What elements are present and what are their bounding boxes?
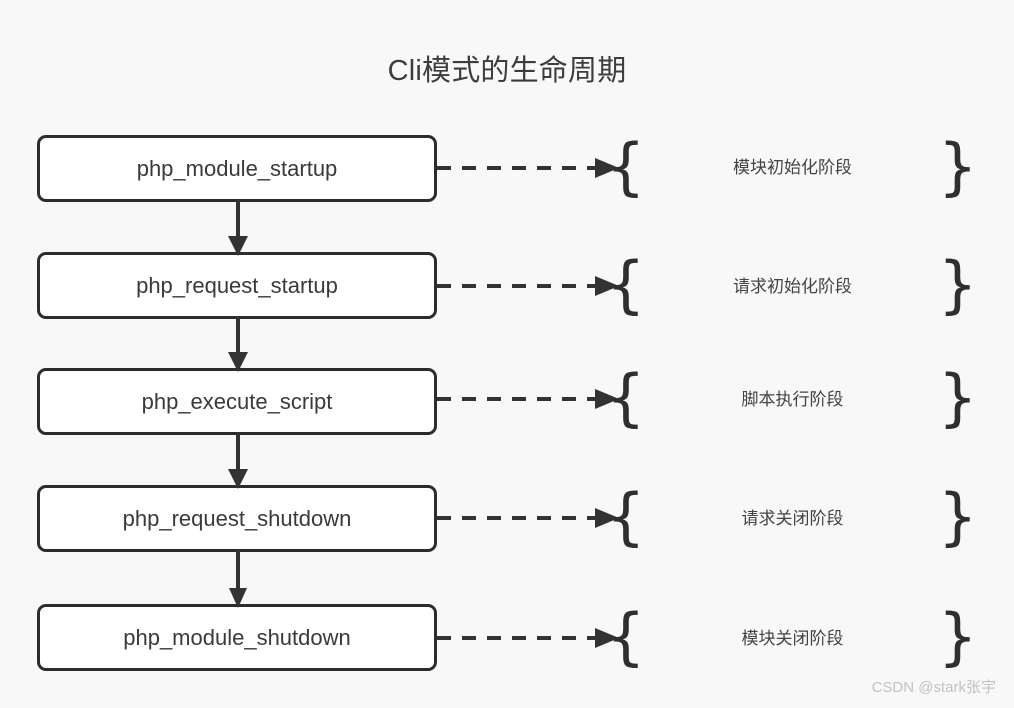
dashed-arrow-icon (437, 508, 619, 528)
down-arrow-icon (229, 550, 247, 608)
phase-label-request-init: 请求初始化阶段 (733, 277, 852, 296)
flow-box-label: php_request_startup (136, 272, 338, 298)
flow-box-php-module-startup[interactable]: php_module_startup (37, 135, 437, 202)
watermark: CSDN @stark张宇 (871, 679, 996, 696)
dashed-arrow-icon (437, 276, 619, 296)
dashed-arrow-icon (437, 158, 619, 178)
phase-label-module-shutdown: 模块关闭阶段 (741, 629, 844, 648)
dashed-arrow-icon (437, 628, 619, 648)
phase-label-request-shutdown: 请求关闭阶段 (741, 509, 844, 528)
right-brace: } (938, 130, 978, 203)
flow-box-php-request-shutdown[interactable]: php_request_shutdown (37, 485, 437, 552)
flow-box-php-execute-script[interactable]: php_execute_script (37, 368, 437, 435)
right-brace: } (938, 361, 978, 434)
down-arrow-icon (228, 317, 248, 372)
phase-label-module-init: 模块初始化阶段 (733, 158, 852, 177)
right-brace: } (938, 248, 978, 321)
left-brace: { (606, 600, 646, 673)
left-brace: { (606, 248, 646, 321)
right-brace: } (938, 480, 978, 553)
flow-box-php-request-startup[interactable]: php_request_startup (37, 252, 437, 319)
flow-box-label: php_module_startup (136, 155, 338, 181)
dashed-arrow-icon (437, 389, 619, 409)
down-arrow-icon (228, 433, 248, 489)
phase-label-script-execute: 脚本执行阶段 (741, 390, 844, 409)
left-brace: { (606, 130, 646, 203)
flow-box-php-module-shutdown[interactable]: php_module_shutdown (37, 604, 437, 671)
right-brace: } (938, 600, 978, 673)
flow-box-label: php_request_shutdown (122, 505, 352, 531)
left-brace: { (606, 361, 646, 434)
flow-box-label: php_execute_script (141, 388, 333, 414)
flow-box-label: php_module_shutdown (123, 624, 351, 650)
down-arrow-icon (228, 200, 248, 256)
page-title: Cli模式的生命周期 (387, 55, 627, 87)
left-brace: { (606, 480, 646, 553)
